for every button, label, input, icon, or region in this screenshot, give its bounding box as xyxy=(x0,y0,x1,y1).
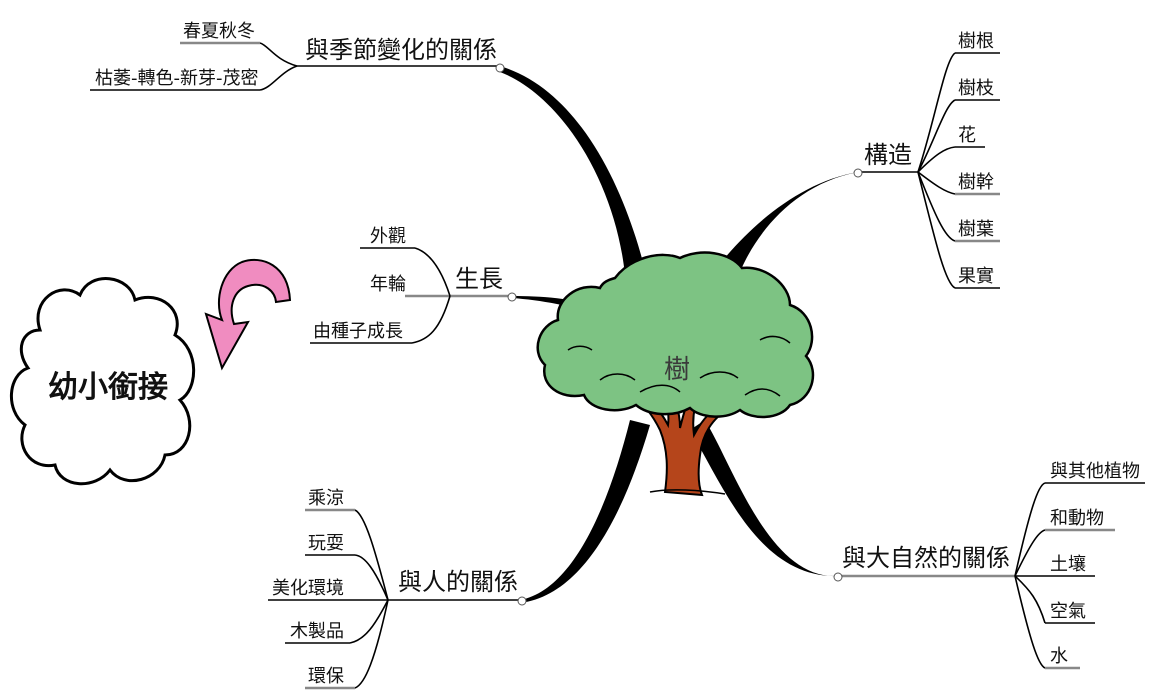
foliage-shading xyxy=(567,335,791,397)
tree-ground xyxy=(649,489,726,495)
nature-item-4: 空氣 xyxy=(1050,601,1086,622)
people-item-3: 美化環境 xyxy=(272,578,344,599)
growth-item-1: 外觀 xyxy=(370,226,406,247)
structure-item-5: 樹葉 xyxy=(958,219,994,240)
pink-curved-arrow xyxy=(204,258,292,371)
nature-node xyxy=(833,572,843,582)
branch-growth-title: 生長 xyxy=(455,265,503,293)
nature-item-3: 土壤 xyxy=(1050,554,1086,575)
nature-item-5: 水 xyxy=(1050,646,1068,667)
tree-foliage xyxy=(536,251,815,419)
branch-seasons-connector xyxy=(500,66,645,275)
structure-item-2: 樹枝 xyxy=(958,78,994,99)
people-subbranches xyxy=(268,508,520,690)
people-item-4: 木製品 xyxy=(290,621,344,642)
growth-item-3: 由種子成長 xyxy=(313,321,403,342)
growth-node xyxy=(507,292,517,302)
people-item-5: 環保 xyxy=(308,666,344,687)
growth-item-2: 年輪 xyxy=(370,274,406,295)
nature-subbranches xyxy=(838,482,1145,670)
branch-structure-title: 構造 xyxy=(864,141,912,169)
structure-subbranches xyxy=(858,52,1000,289)
cloud-shape xyxy=(10,277,196,486)
growth-subbranches xyxy=(310,247,512,344)
branch-people-title: 與人的關係 xyxy=(398,568,518,596)
structure-item-4: 樹幹 xyxy=(958,172,994,193)
branch-people-connector xyxy=(520,420,650,603)
people-item-1: 乘涼 xyxy=(308,488,344,509)
tree-illustration xyxy=(536,251,815,497)
seasons-item-2: 枯萎-轉色-新芽-茂密 xyxy=(95,68,259,89)
branch-seasons-title: 與季節變化的關係 xyxy=(305,36,497,64)
people-node xyxy=(517,596,527,606)
branch-nature-connector xyxy=(690,420,838,577)
nature-item-2: 和動物 xyxy=(1050,508,1104,529)
cloud-label: 幼小銜接 xyxy=(48,370,168,405)
branch-nature-title: 與大自然的關係 xyxy=(842,544,1010,572)
people-item-2: 玩耍 xyxy=(308,533,344,554)
center-label: 樹 xyxy=(664,355,690,385)
seasons-item-1: 春夏秋冬 xyxy=(183,21,255,42)
structure-item-6: 果實 xyxy=(958,266,994,287)
seasons-subbranches xyxy=(90,41,500,91)
structure-node xyxy=(853,168,863,178)
structure-item-1: 樹根 xyxy=(958,31,994,52)
nature-item-1: 與其他植物 xyxy=(1050,461,1140,482)
structure-item-3: 花 xyxy=(958,125,976,146)
seasons-node xyxy=(495,63,505,73)
